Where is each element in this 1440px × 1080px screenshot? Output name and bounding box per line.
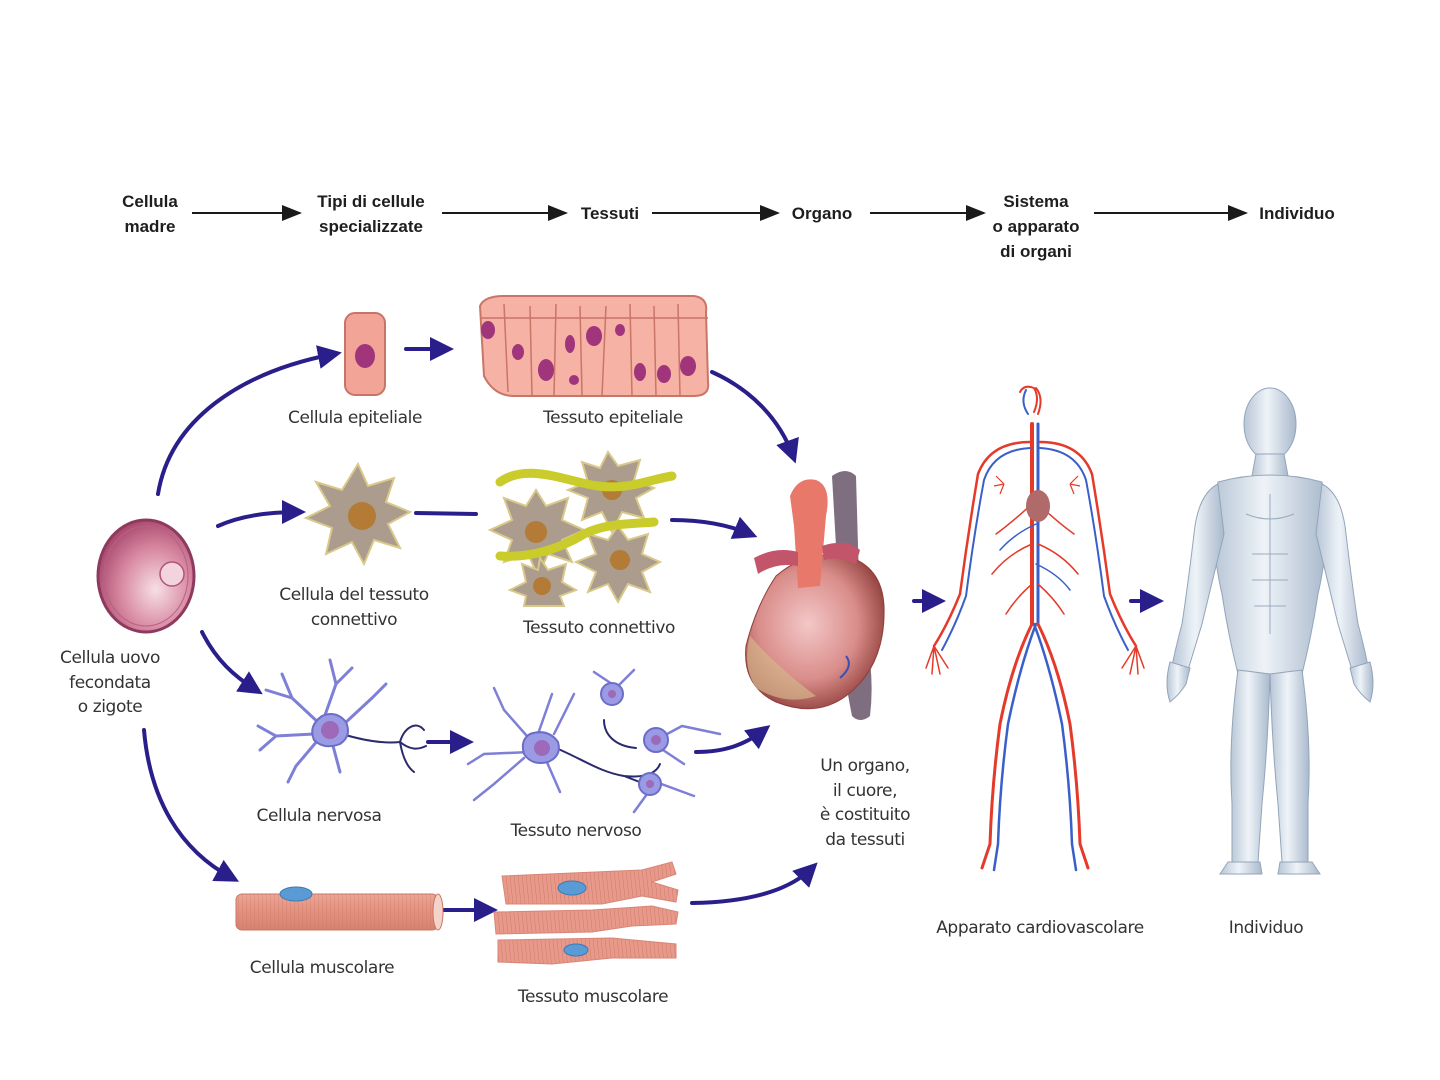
epithelial-cell-label: Cellula epiteliale — [287, 408, 423, 428]
header-step-individuo: Individuo — [1259, 204, 1335, 223]
connective-cell-label: Cellula del tessuto connettivo — [279, 585, 429, 630]
head — [1243, 387, 1297, 461]
connective-tissue-illustration — [487, 450, 677, 607]
left-leg — [1230, 669, 1271, 865]
left-arm — [1171, 483, 1225, 671]
nerve-cell-label: Cellula nervosa — [256, 806, 382, 826]
header-step-organo: Organo — [791, 204, 853, 223]
arrow-muscle-tissue-to-heart — [690, 862, 818, 905]
arrow-nerve-tissue-to-heart — [694, 725, 771, 754]
right-arm — [1315, 483, 1369, 671]
muscle-cell-illustration — [235, 886, 444, 931]
zygote-label: Cellula uovo fecondata o zigote — [60, 648, 160, 717]
header-step-cellula-madre: Cellula madre — [122, 192, 178, 236]
arrow-zygote-to-connective — [216, 500, 306, 528]
cardiovascular-system-illustration — [925, 385, 1145, 872]
muscle-cell-label: Cellula muscolare — [249, 958, 395, 978]
epithelial-tissue-label: Tessuto epiteliale — [543, 408, 683, 428]
left-hand — [1166, 661, 1191, 703]
muscle-tissue-label: Tessuto muscolare — [517, 987, 669, 1007]
aorta — [790, 479, 828, 588]
epithelial-tissue-illustration — [478, 295, 710, 397]
header-step-sistema: Sistema o apparato di organi — [992, 192, 1080, 261]
arrow-zygote-to-epithelial — [156, 345, 342, 496]
individual-label: Individuo — [1228, 918, 1304, 938]
organ-caption: Un organo, il cuore, è costituito da tes… — [819, 756, 911, 850]
nerve-tissue-label: Tessuto nervoso — [510, 821, 642, 841]
connective-cell-nucleus — [348, 502, 376, 530]
header-step-tipi-cellule: Tipi di cellule specializzate — [317, 192, 425, 236]
muscle-tissue-illustration — [493, 861, 679, 965]
zygote-illustration — [96, 518, 196, 634]
system-label: Apparato cardiovascolare — [936, 918, 1144, 938]
right-leg — [1269, 669, 1310, 865]
nerve-cell-nucleus — [321, 721, 339, 739]
arrow-zygote-to-muscle — [142, 728, 240, 882]
arrow-zygote-to-nerve — [200, 630, 263, 695]
connective-cell-illustration — [303, 461, 413, 567]
nerve-tissue-illustration — [466, 668, 722, 814]
connective-tissue-label: Tessuto connettivo — [523, 618, 675, 638]
epithelial-cell-illustration — [344, 312, 386, 396]
right-hand — [1349, 661, 1374, 703]
arrow-epithelial-tissue-to-heart — [710, 370, 799, 464]
nerve-cell-illustration — [256, 658, 427, 784]
system-heart — [1026, 490, 1050, 522]
collagen-fiber-top — [495, 468, 677, 492]
header-step-tessuti: Tessuti — [580, 204, 640, 223]
arrow-connective-cell-to-tissue — [414, 511, 478, 516]
muscle-cell-nucleus — [279, 886, 313, 902]
neck — [1251, 453, 1289, 477]
collagen-fiber-bottom — [495, 517, 659, 561]
arrow-connective-tissue-to-heart — [670, 516, 758, 539]
header-arrows — [192, 205, 1248, 221]
heart-illustration — [745, 471, 885, 720]
human-body-illustration — [1166, 387, 1374, 875]
zygote-nucleus — [159, 561, 185, 587]
